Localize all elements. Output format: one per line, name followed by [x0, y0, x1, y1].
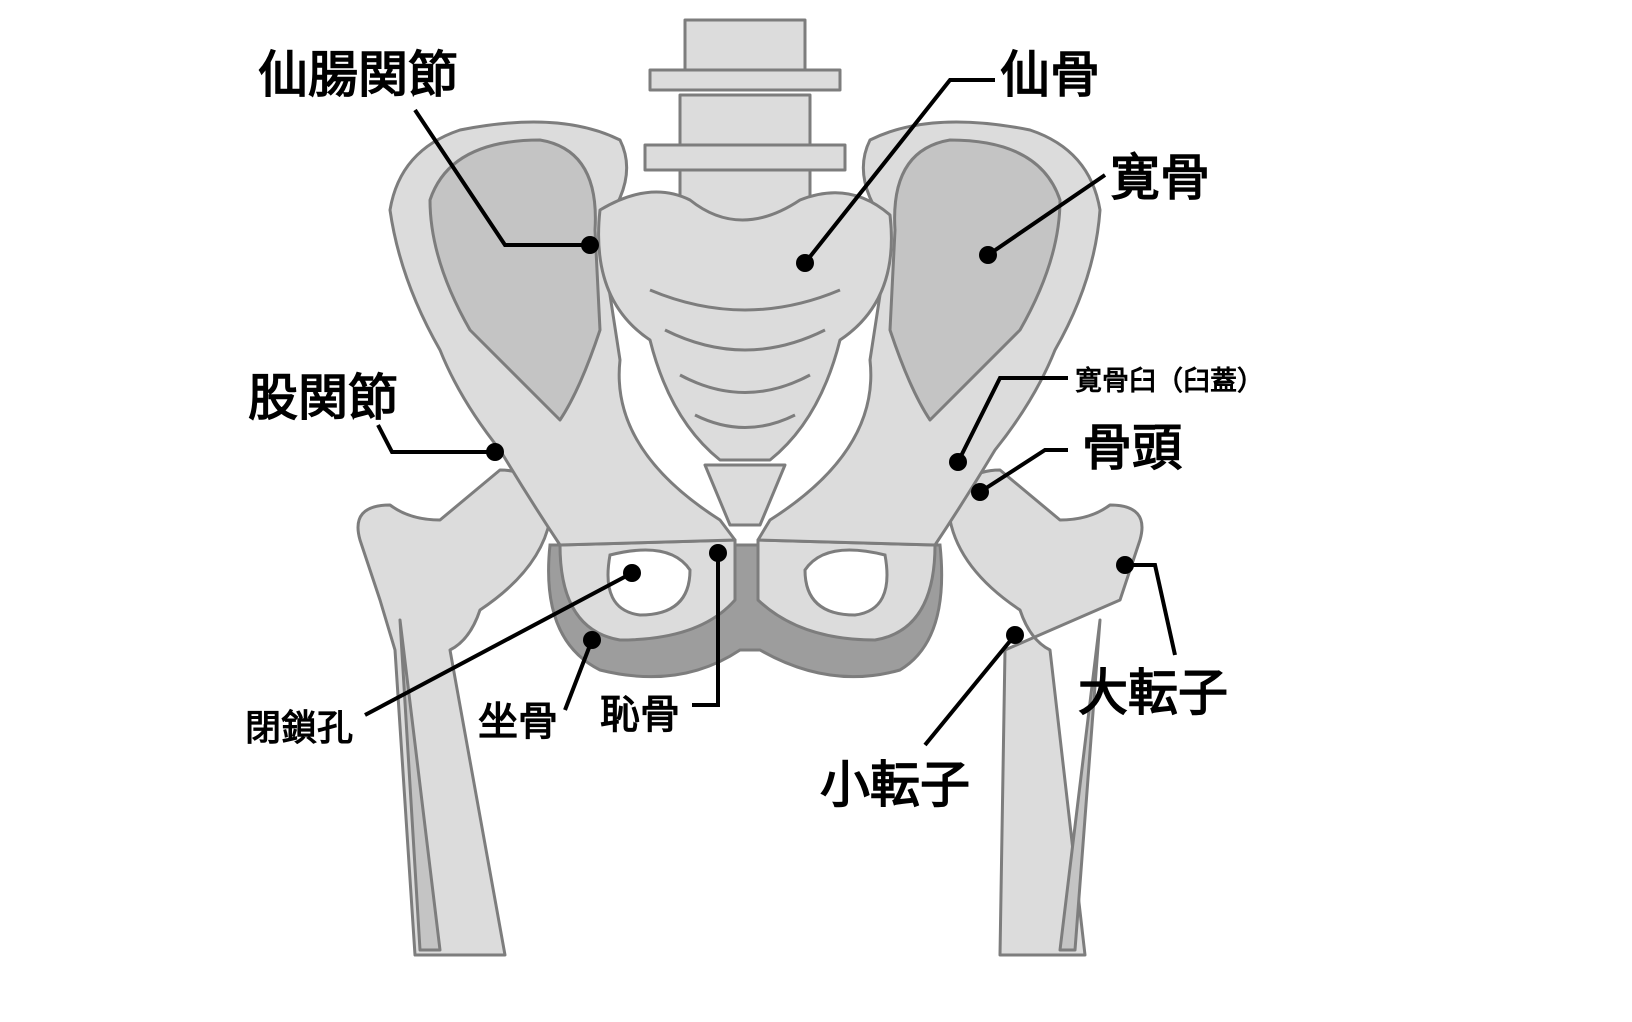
right-ilium [756, 120, 1102, 547]
label-lesser-trochanter: 小転子 [820, 756, 970, 814]
label-hip-joint: 股関節 [248, 369, 398, 427]
lumbar-spine [643, 18, 847, 222]
label-pubis: 恥骨 [600, 692, 680, 738]
left-femur [356, 468, 552, 957]
label-hip-bone: 寛骨 [1110, 149, 1210, 207]
label-acetabulum: 寛骨臼（臼蓋） [1075, 365, 1264, 397]
label-sacrum: 仙骨 [1000, 46, 1100, 104]
label-sacroiliac-joint: 仙腸関節 [258, 46, 458, 104]
label-obturator-foramen: 閉鎖孔 [245, 708, 353, 749]
sacrum-shape [597, 190, 893, 527]
label-ischium: 坐骨 [478, 699, 558, 745]
leader-lines [364, 78, 1177, 747]
label-femoral-head: 骨頭 [1082, 419, 1183, 477]
label-greater-trochanter: 大転子 [1078, 664, 1228, 722]
lower-pelvis [547, 538, 944, 679]
left-ilium [388, 120, 737, 547]
